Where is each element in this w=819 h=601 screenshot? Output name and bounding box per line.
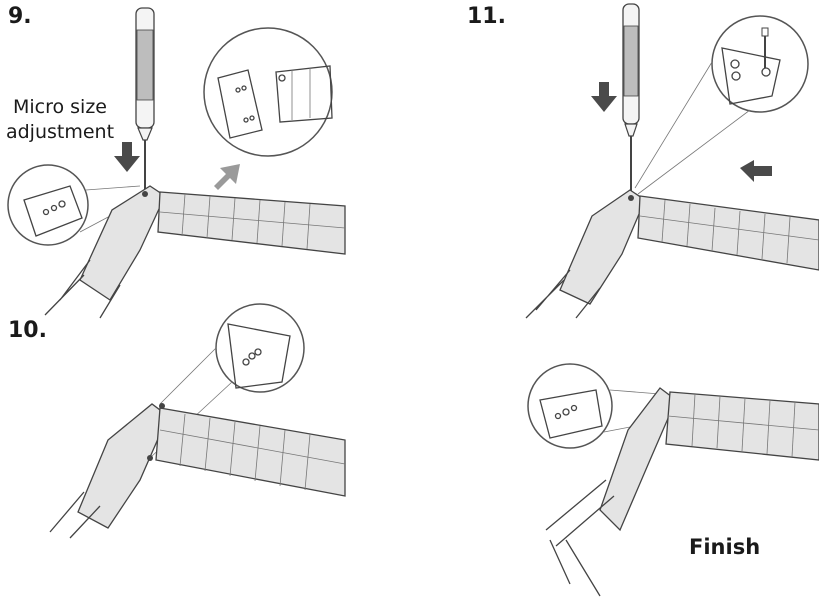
step-10-label: 10. <box>8 318 47 343</box>
zoom-circle-link-detail <box>203 27 333 157</box>
screwdriver-icon <box>135 7 155 192</box>
step-9-illustration <box>7 7 346 319</box>
arrow-left-icon <box>740 160 772 182</box>
screwdriver-icon <box>622 3 640 196</box>
micro-adjustment-line-1: Micro size <box>12 96 108 118</box>
arrow-down-icon <box>591 82 617 112</box>
step-11-label: 11. <box>467 4 506 29</box>
finish-illustration <box>527 363 819 597</box>
zoom-circle-pin-detail <box>215 303 305 393</box>
finish-label: Finish <box>689 535 761 559</box>
step-10-illustration <box>49 303 346 539</box>
micro-adjustment-note: Micro size adjustment <box>4 95 116 145</box>
arrow-up-right-icon <box>214 164 240 190</box>
zoom-circle-finished-detail <box>527 363 613 449</box>
zoom-circle-pin-detail <box>7 164 89 246</box>
zoom-circle-pin-insert-detail <box>711 15 809 113</box>
step-11-illustration <box>525 3 819 319</box>
micro-adjustment-line-2: adjustment <box>5 121 115 143</box>
step-9-label: 9. <box>8 4 32 29</box>
arrow-down-icon <box>114 142 140 172</box>
